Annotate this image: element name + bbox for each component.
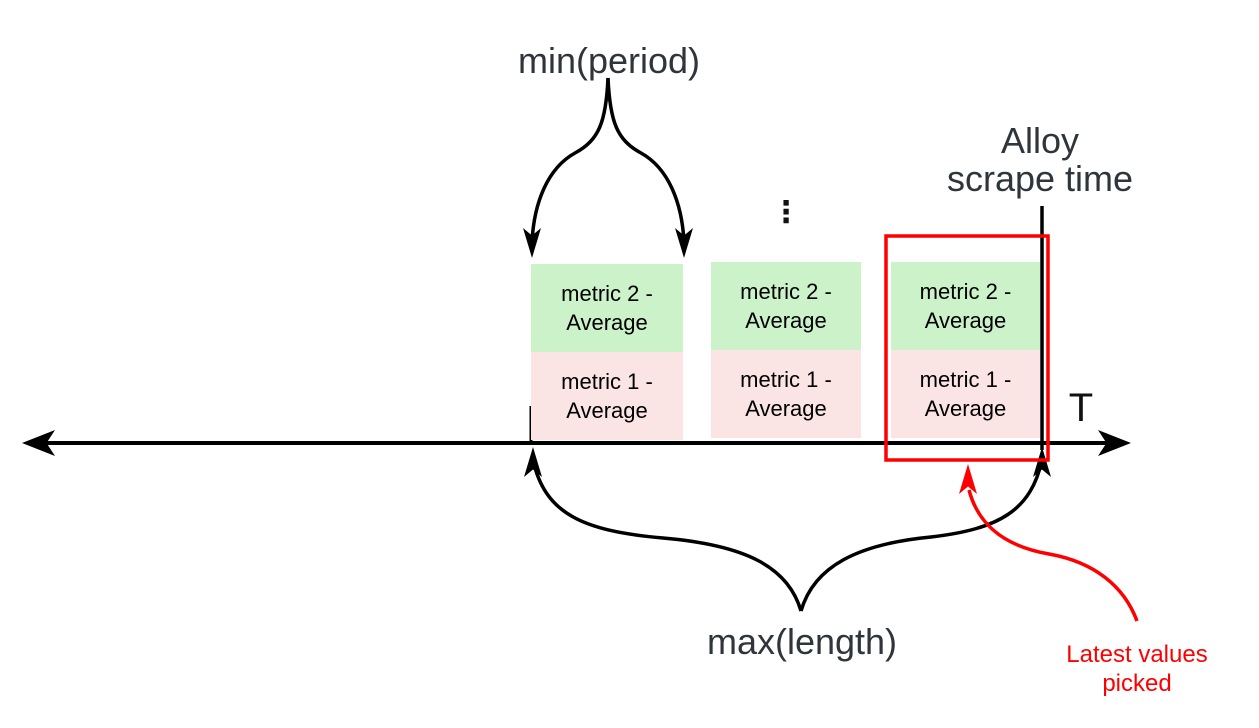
metric1-cell: metric 1 - Average	[711, 350, 861, 438]
latest-values-arrow	[959, 464, 1139, 622]
min-period-brace	[530, 77, 686, 243]
metric1-cell: metric 1 - Average	[531, 352, 683, 440]
vertical-ellipsis-icon: ⋮	[771, 195, 801, 230]
axis-arrow-right-icon	[1098, 430, 1131, 456]
max-length-label: max(length)	[706, 621, 898, 662]
metric2-cell: metric 2 - Average	[711, 262, 861, 350]
min-brace-arrow-left-icon	[523, 228, 541, 258]
metric2-cell: metric 2 - Average	[891, 262, 1040, 350]
interval-block-1: metric 2 - Average metric 1 - Average	[531, 264, 683, 440]
metric1-cell: metric 1 - Average	[891, 350, 1040, 438]
interval-block-2: metric 2 - Average metric 1 - Average	[711, 262, 861, 438]
min-brace-arrow-right-icon	[675, 228, 693, 258]
min-period-label: min(period)	[517, 40, 701, 81]
metric2-cell: metric 2 - Average	[531, 264, 683, 352]
latest-values-label: Latest values picked	[1066, 641, 1208, 697]
time-axis-label: T	[1068, 386, 1094, 430]
max-brace-arrow-left-icon	[524, 447, 542, 477]
max-brace-arrow-right-icon	[1033, 447, 1051, 477]
max-length-brace	[531, 459, 1044, 612]
alloy-scrape-time-label: Alloy scrape time	[946, 120, 1134, 199]
latest-values-highlight-box	[884, 234, 1050, 462]
axis-arrow-left-icon	[22, 430, 55, 456]
interval-block-3: metric 2 - Average metric 1 - Average	[891, 262, 1040, 438]
red-arrow-head-icon	[959, 464, 977, 494]
